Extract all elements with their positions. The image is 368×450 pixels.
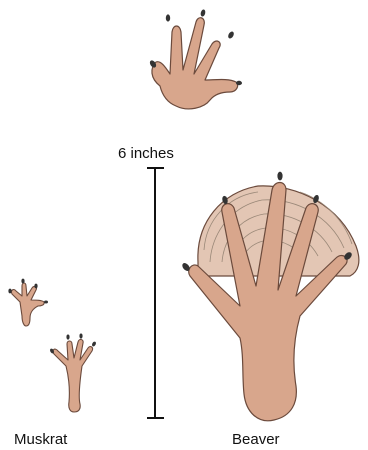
muskrat-front-track-large <box>152 18 238 109</box>
muskrat-small-front-track <box>11 283 44 326</box>
beaver-label: Beaver <box>232 431 280 448</box>
muskrat-hind-track <box>53 339 93 412</box>
scale-label: 6 inches <box>118 145 174 162</box>
muskrat-label: Muskrat <box>14 431 67 448</box>
scale-bar <box>147 168 164 418</box>
